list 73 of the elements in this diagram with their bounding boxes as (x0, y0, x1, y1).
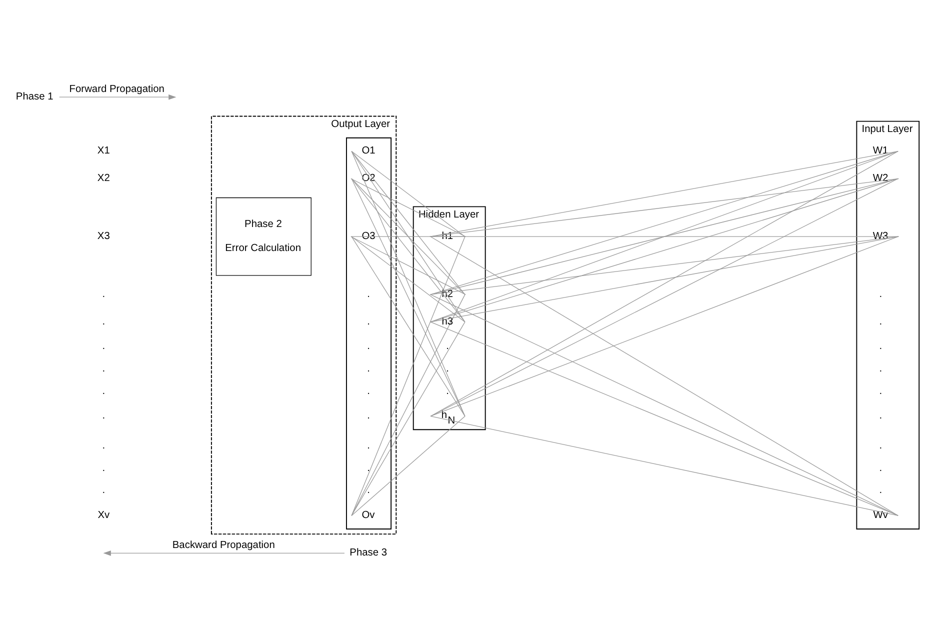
connector (351, 150, 466, 322)
connector (430, 178, 900, 237)
label: . (367, 440, 370, 452)
label: Xv (98, 510, 110, 522)
label: . (367, 485, 370, 496)
connector (350, 236, 466, 295)
cluster (346, 137, 392, 530)
node-text: W1 (872, 146, 888, 157)
node-text: Phase 1 (16, 92, 54, 103)
connector (430, 150, 898, 237)
connector (351, 236, 466, 322)
label: . (102, 485, 106, 496)
connector (430, 236, 898, 516)
label: . (367, 386, 370, 397)
connector (430, 236, 900, 295)
label: . (879, 386, 882, 397)
label: . (102, 410, 106, 422)
label: . (102, 316, 106, 328)
label: . (367, 316, 370, 328)
connector (351, 236, 466, 516)
node-box: Phase 2 Error Calculation (216, 197, 312, 276)
connector (351, 236, 466, 417)
node-text: W2 (872, 173, 888, 184)
connector (351, 150, 466, 295)
connector (351, 178, 466, 295)
label: . (879, 440, 882, 452)
label: . (446, 386, 450, 397)
label: . (367, 462, 370, 474)
node-text: Ov (362, 510, 375, 522)
label: . (879, 316, 882, 328)
connector (430, 236, 898, 417)
connector (350, 178, 466, 237)
label: . (102, 364, 106, 375)
node-text: O1 (362, 146, 376, 157)
label: . (879, 341, 882, 352)
label: . (102, 462, 106, 474)
label: . (879, 410, 882, 422)
node-text: O3 (362, 231, 376, 242)
arrow (59, 94, 176, 100)
label: . (446, 364, 450, 375)
label: . (879, 288, 882, 300)
label: . (102, 440, 106, 452)
label: . (367, 410, 370, 422)
label: . (102, 386, 106, 397)
label: . (879, 485, 882, 496)
label: X3 (97, 231, 110, 242)
label: . (879, 364, 882, 375)
connector (351, 150, 466, 237)
label: . (879, 462, 882, 474)
edge-label: Forward Propagation (69, 84, 164, 95)
connector (430, 178, 898, 295)
node-text: h1 (442, 231, 454, 242)
label: . (367, 364, 370, 375)
label: X2 (97, 173, 110, 184)
connector (351, 178, 466, 322)
connector (430, 150, 898, 322)
connector (430, 416, 898, 516)
label: . (446, 341, 450, 352)
connector (430, 150, 898, 295)
node-text: Phase 3 (350, 548, 388, 559)
connector (430, 178, 898, 322)
connector (430, 236, 898, 322)
label: X1 (97, 146, 110, 157)
label: . (367, 341, 370, 352)
connector (351, 416, 466, 516)
node-text: Wv (873, 510, 888, 522)
arrow (103, 550, 345, 556)
edge-label: Backward Propagation (172, 540, 275, 551)
node-text: W3 (872, 231, 888, 242)
node-text: O2 (362, 173, 376, 184)
label: . (102, 341, 106, 352)
label: . (367, 288, 370, 300)
label: . (102, 288, 106, 300)
